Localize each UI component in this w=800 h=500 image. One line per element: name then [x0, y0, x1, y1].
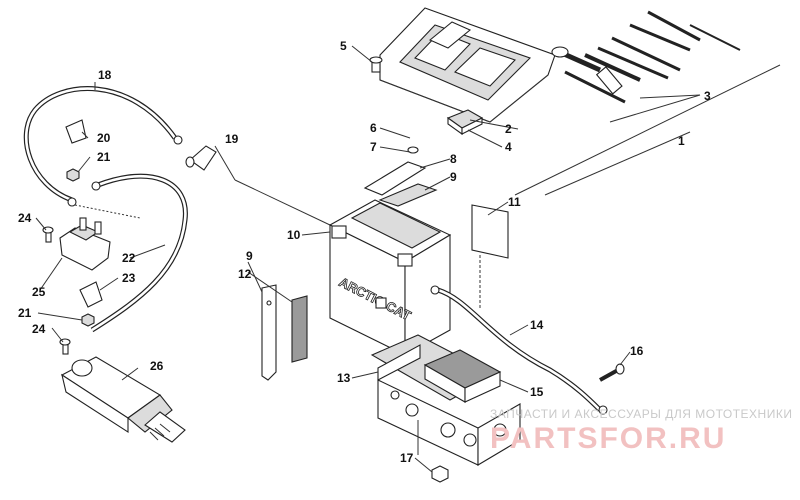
starter-screw: [59, 338, 71, 355]
hex-nut-lower: [81, 313, 95, 327]
callout-11: 11: [508, 195, 521, 209]
callout-15: 15: [530, 385, 544, 399]
battery: ARCTIC CAT: [328, 199, 452, 356]
cable-boot: [65, 119, 87, 144]
callout-1: 1: [678, 134, 685, 148]
callout-17: 17: [400, 451, 414, 465]
hex-nut-upper: [66, 168, 80, 182]
hold-down-pad: [291, 295, 308, 363]
cover-sticker: [471, 204, 509, 310]
callout-21-top: 21: [97, 150, 111, 164]
watermark-logo: PARTSFOR.RU: [490, 422, 726, 455]
callout-7: 7: [370, 140, 377, 154]
leader-lines: [35, 45, 631, 473]
callout-4: 4: [505, 140, 512, 154]
callout-10: 10: [287, 228, 301, 242]
callout-22: 22: [122, 251, 136, 265]
cap-screw: [599, 363, 625, 382]
callout-23: 23: [122, 271, 136, 285]
callout-9-side: 9: [246, 249, 253, 263]
solenoid-cable: [90, 173, 188, 333]
callout-8: 8: [450, 152, 457, 166]
callout-12: 12: [238, 267, 252, 281]
battery-top-pad: [378, 183, 438, 207]
callout-5: 5: [340, 39, 347, 53]
starter-motor: [60, 356, 186, 443]
callout-labels: 1 2 3 4 5 6 7 8 9 9 10 11 12 13 14 15 16…: [18, 39, 711, 465]
callout-24-top: 24: [18, 211, 32, 225]
screw: [369, 56, 383, 73]
flange-nut: [431, 465, 449, 483]
starter-solenoid: [59, 217, 111, 271]
callout-3: 3: [704, 89, 711, 103]
starter-boot: [79, 281, 103, 308]
terminal-boot: [185, 145, 217, 171]
callout-20: 20: [97, 131, 111, 145]
callout-14: 14: [530, 318, 544, 332]
tool-kit: [551, 10, 741, 104]
callout-16: 16: [630, 344, 644, 358]
callout-19: 19: [225, 132, 239, 146]
callout-26: 26: [150, 359, 164, 373]
battery-strap: [363, 146, 427, 196]
callout-13: 13: [337, 371, 351, 385]
watermark-text: ЗАПЧАСТИ И АКСЕССУАРЫ ДЛЯ МОТОТЕХНИКИ: [490, 407, 792, 421]
starter-cable: [23, 86, 183, 207]
callout-24-bottom: 24: [32, 322, 46, 336]
tool-tray: [379, 7, 556, 123]
foam-block: [423, 349, 502, 403]
foam-pad: [446, 109, 484, 136]
callout-21-bottom: 21: [18, 306, 32, 320]
battery-cable: [430, 285, 608, 415]
callout-6: 6: [370, 121, 377, 135]
callout-9-top: 9: [450, 170, 457, 184]
callout-18: 18: [98, 68, 112, 82]
callout-25: 25: [32, 285, 46, 299]
solenoid-screw: [42, 226, 54, 243]
callout-2: 2: [505, 122, 512, 136]
hold-down-bracket: [261, 284, 277, 381]
